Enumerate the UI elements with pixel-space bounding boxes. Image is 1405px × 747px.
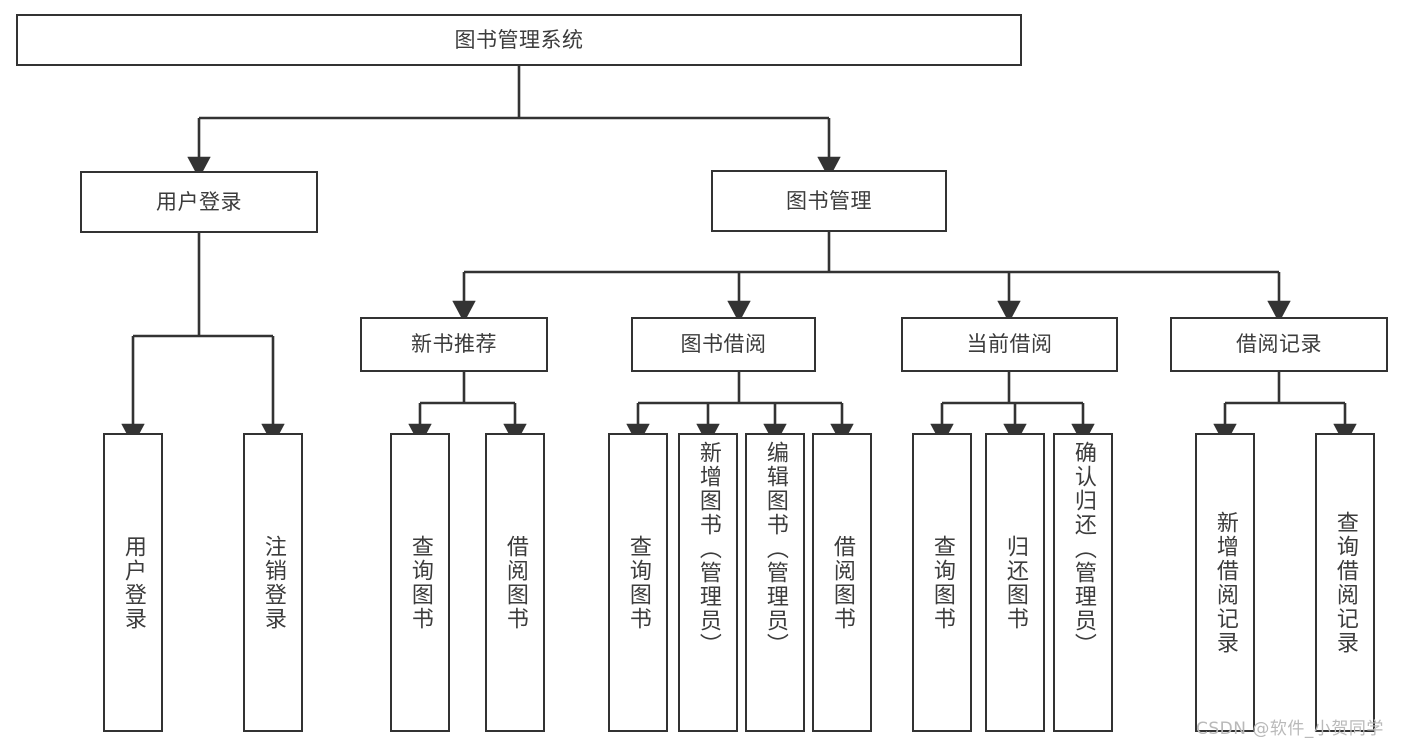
- node-new-book-rec-label: 新书推荐: [411, 332, 497, 357]
- node-book-borrow-label: 图书借阅: [680, 332, 767, 357]
- node-leaf-add-record-label: 新增借阅记录: [1212, 510, 1238, 655]
- node-leaf-add-book[interactable]: 新增图书（管理员）: [678, 433, 738, 732]
- node-borrow-record-label: 借阅记录: [1236, 332, 1322, 357]
- node-leaf-query-book-3[interactable]: 查询图书: [912, 433, 972, 732]
- node-current-borrow-label: 当前借阅: [966, 332, 1053, 357]
- node-user-login-label: 用户登录: [156, 189, 242, 214]
- node-root-label: 图书管理系统: [454, 27, 584, 52]
- node-leaf-query-book-1-label: 查询图书: [407, 534, 433, 631]
- node-leaf-logout-label: 注销登录: [260, 534, 286, 631]
- node-leaf-query-book-2[interactable]: 查询图书: [608, 433, 668, 732]
- node-leaf-query-book-1[interactable]: 查询图书: [390, 433, 450, 732]
- node-leaf-confirm-return-label: 确认归还（管理员）: [1070, 441, 1096, 657]
- node-leaf-edit-book[interactable]: 编辑图书（管理员）: [745, 433, 805, 732]
- node-leaf-user-login-label: 用户登录: [120, 534, 146, 631]
- node-user-login[interactable]: 用户登录: [80, 171, 318, 233]
- node-root[interactable]: 图书管理系统: [16, 14, 1022, 66]
- node-leaf-borrow-book-1[interactable]: 借阅图书: [485, 433, 545, 732]
- node-leaf-edit-book-label: 编辑图书（管理员）: [762, 441, 788, 657]
- node-book-borrow[interactable]: 图书借阅: [631, 317, 816, 372]
- node-leaf-user-login[interactable]: 用户登录: [103, 433, 163, 732]
- node-leaf-confirm-return[interactable]: 确认归还（管理员）: [1053, 433, 1113, 732]
- node-leaf-add-record[interactable]: 新增借阅记录: [1195, 433, 1255, 732]
- node-leaf-query-book-2-label: 查询图书: [625, 534, 651, 631]
- node-leaf-query-record-label: 查询借阅记录: [1332, 510, 1358, 655]
- node-book-manage[interactable]: 图书管理: [711, 170, 947, 232]
- node-leaf-add-book-label: 新增图书（管理员）: [695, 441, 721, 657]
- node-leaf-return-book-label: 归还图书: [1002, 534, 1028, 631]
- node-borrow-record[interactable]: 借阅记录: [1170, 317, 1388, 372]
- node-leaf-query-book-3-label: 查询图书: [929, 534, 955, 631]
- node-leaf-borrow-book-2-label: 借阅图书: [829, 534, 855, 631]
- node-new-book-rec[interactable]: 新书推荐: [360, 317, 548, 372]
- watermark-text: CSDN @软件_小贺同学: [1196, 719, 1384, 739]
- node-leaf-borrow-book-1-label: 借阅图书: [502, 534, 528, 631]
- node-leaf-query-record[interactable]: 查询借阅记录: [1315, 433, 1375, 732]
- node-current-borrow[interactable]: 当前借阅: [901, 317, 1118, 372]
- node-book-manage-label: 图书管理: [786, 188, 872, 213]
- node-leaf-return-book[interactable]: 归还图书: [985, 433, 1045, 732]
- node-leaf-borrow-book-2[interactable]: 借阅图书: [812, 433, 872, 732]
- node-leaf-logout[interactable]: 注销登录: [243, 433, 303, 732]
